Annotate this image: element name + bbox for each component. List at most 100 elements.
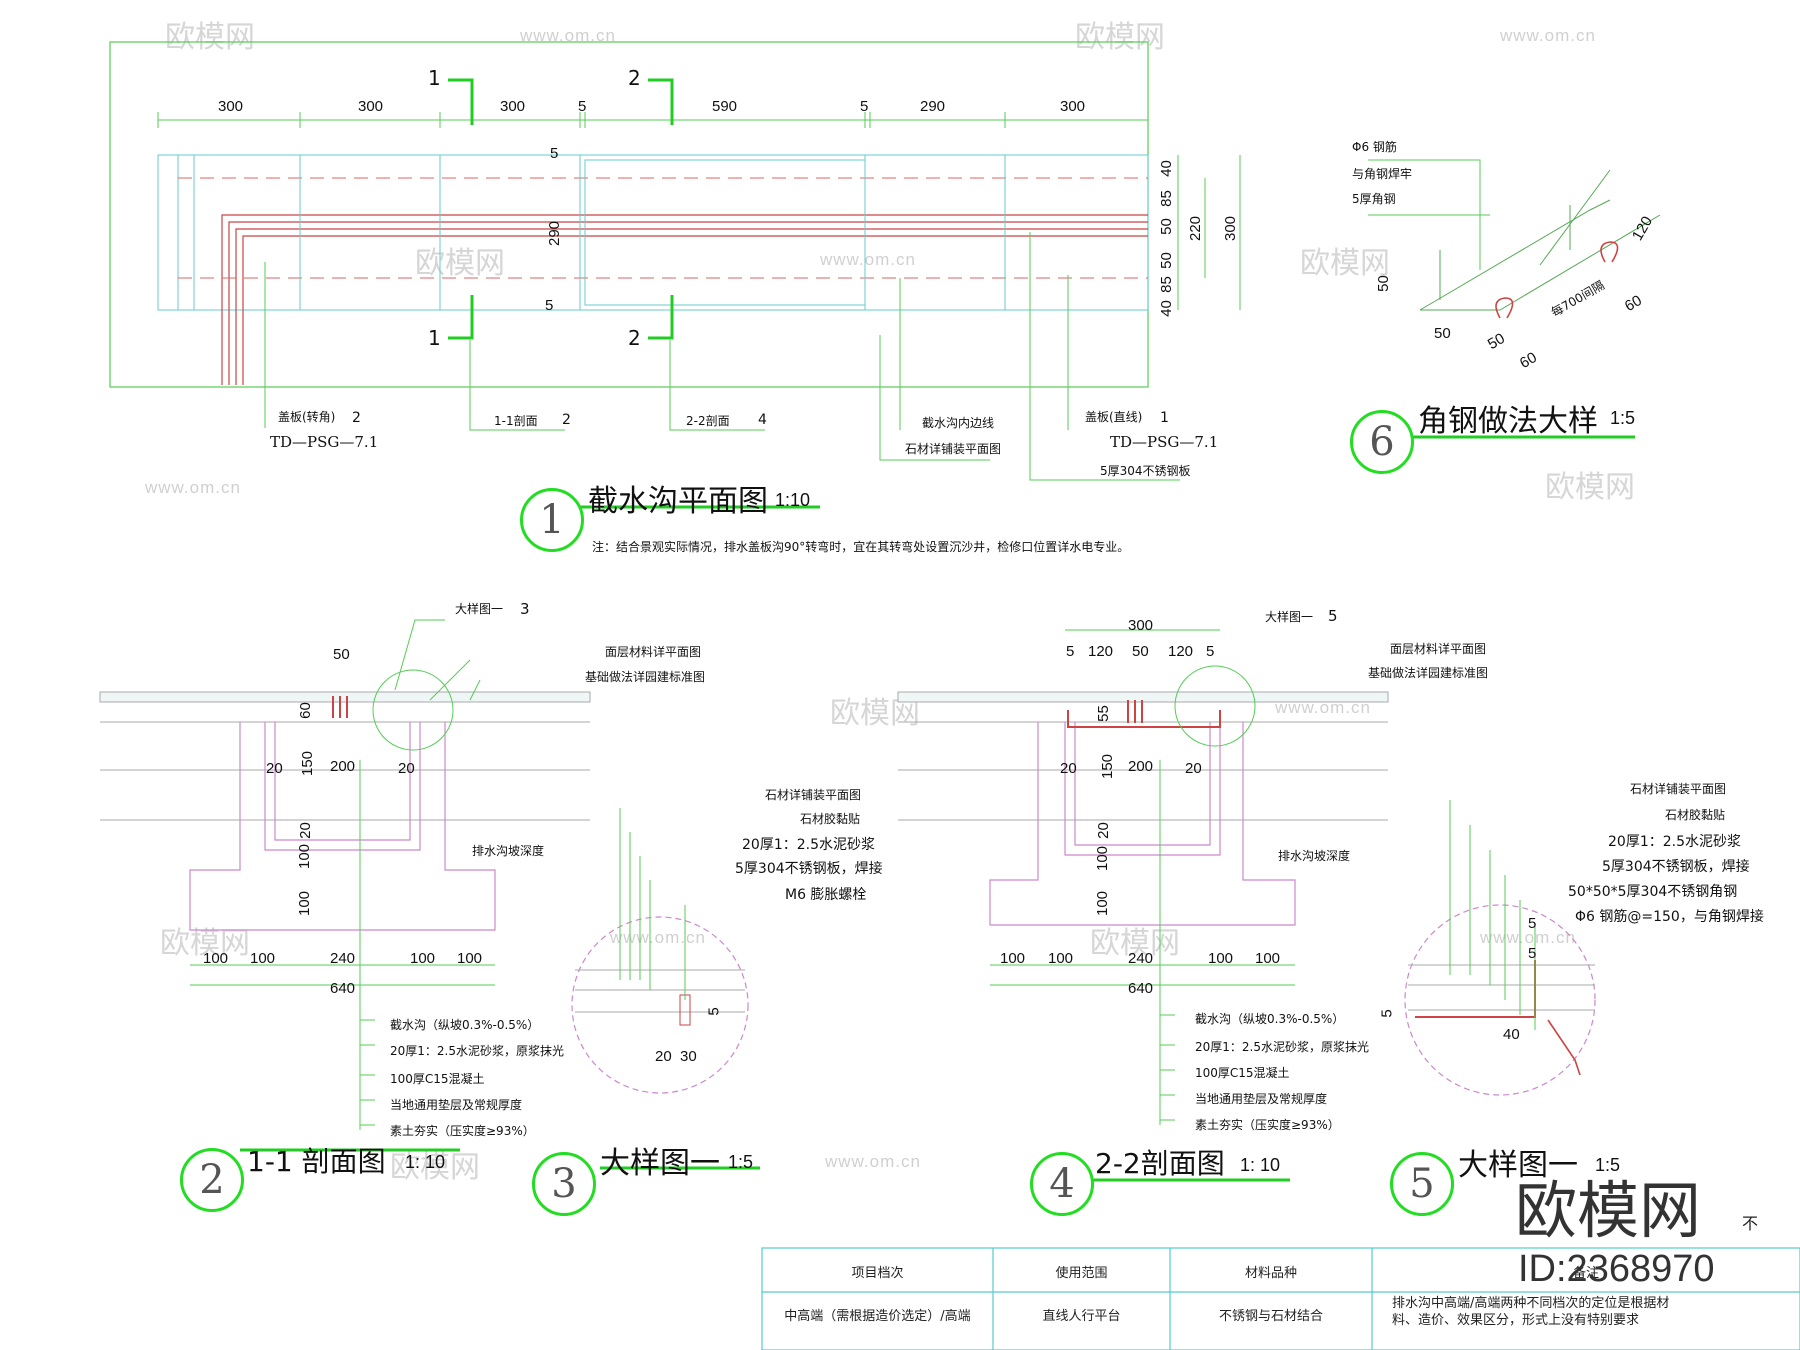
- plan-dim-5: 5: [550, 145, 559, 162]
- detail3-dim: 30: [680, 1048, 697, 1065]
- sec22-right-label: 面层材料详平面图: [1390, 642, 1487, 656]
- plan-dim-top: 300: [500, 98, 526, 115]
- callout-ref-b: TD—PSG—7.1: [1110, 433, 1219, 451]
- sec11-right-label: 面层材料详平面图: [605, 645, 702, 659]
- plan-note: 注：结合景观实际情况，排水盖板沟90°转弯时，宜在其转弯处设置沉沙井，检修口位置…: [592, 540, 1130, 554]
- detail3-label: 石材详铺装平面图: [765, 788, 862, 802]
- callout-sec11-num: 2: [562, 412, 571, 428]
- detail5-label: 50*50*5厚304不锈钢角钢: [1568, 884, 1738, 900]
- plan-dim-top: 300: [218, 98, 244, 115]
- sec22-dim: 100: [1094, 845, 1112, 872]
- callout-cover-turn: 盖板(转角): [278, 410, 336, 424]
- detail5-title: 大样图一: [1458, 1148, 1578, 1183]
- sec11-dim: 150: [299, 750, 317, 777]
- detail3-dim: 20: [655, 1048, 672, 1065]
- sec11-dim: 200: [330, 758, 356, 775]
- detail3-dim: 5: [705, 1007, 723, 1016]
- sec22-top-dim: 50: [1132, 643, 1149, 660]
- watermark-brand: 欧模网: [1075, 20, 1165, 55]
- angle-badge: 6: [1350, 410, 1414, 474]
- detail5-dim: 5: [1528, 915, 1537, 932]
- table-cell: 排水沟中高端/高端两种不同档次的定位是根据材料、造价、效果区分，形式上没有特别要…: [1392, 1296, 1670, 1328]
- sec11-dim: 60: [296, 702, 314, 719]
- sec22-layer: 100厚C15混凝土: [1195, 1066, 1290, 1080]
- plan-dim-290: 290: [546, 220, 564, 247]
- plan-dim-top: 590: [712, 98, 738, 115]
- detail5-scale: 1:5: [1595, 1155, 1621, 1175]
- callout-sec11: 1-1剖面: [494, 414, 538, 428]
- watermark-brand: 欧模网: [1300, 246, 1390, 281]
- sec11-layer: 20厚1：2.5水泥砂浆，原浆抹光: [390, 1044, 564, 1058]
- sec11-bottom-dim: 100: [457, 950, 483, 967]
- sec11-slope: 排水沟坡深度: [472, 844, 545, 858]
- sec11-layer: 100厚C15混凝土: [390, 1072, 485, 1086]
- watermark-url: www.om.cn: [610, 928, 706, 947]
- detail5-label: 石材胶黏贴: [1665, 808, 1726, 822]
- sec11-badge: 2: [180, 1148, 244, 1212]
- plan-dim-top: 5: [578, 98, 587, 115]
- sec22-slope: 排水沟坡深度: [1278, 849, 1351, 863]
- table-cell: 中高端（需根据造价选定）/高端: [784, 1309, 971, 1324]
- sec22-bottom-dim: 240: [1128, 950, 1154, 967]
- sec22-layer: 20厚1：2.5水泥砂浆，原浆抹光: [1195, 1040, 1369, 1054]
- plan-scale: 1:10: [775, 490, 811, 510]
- sec11-detail-ref: 大样图一: [455, 602, 504, 616]
- angle-dim: 50: [1374, 275, 1392, 292]
- callout-cover-straight-num: 1: [1160, 410, 1169, 426]
- sec11-layer: 当地通用垫层及常规厚度: [390, 1098, 523, 1112]
- watermark-brand: 欧模网: [415, 246, 505, 281]
- plan-dim-right: 50: [1157, 252, 1175, 269]
- detail3-scale: 1:5: [728, 1152, 754, 1172]
- sec22-layer: 素土夯实（压实度≥93%）: [1195, 1118, 1340, 1132]
- sec22-top-dim: 120: [1168, 643, 1194, 660]
- callout-ref-a: TD—PSG—7.1: [270, 433, 379, 451]
- sec22-badge: 4: [1030, 1152, 1094, 1216]
- sec22-scale: 1: 10: [1240, 1155, 1281, 1175]
- sec22-dim: 20: [1185, 760, 1202, 777]
- sec11-bottom-dim: 100: [250, 950, 276, 967]
- sec11-dim: 50: [333, 646, 350, 663]
- sec11-bottom-dim: 100: [410, 950, 436, 967]
- detail5-label: 5厚304不锈钢板，焊接: [1602, 859, 1750, 875]
- sec22-bottom-dim: 100: [1048, 950, 1074, 967]
- detail3-label: 石材胶黏贴: [800, 812, 861, 826]
- plan-dim-right: 50: [1157, 218, 1175, 235]
- sec22-dim: 20: [1094, 822, 1112, 839]
- sec11-title: 1-1 剖面图: [247, 1145, 386, 1178]
- angle-label: Φ6 钢筋: [1352, 140, 1397, 154]
- watermark-brand: 欧模网: [160, 926, 250, 961]
- sec11-right-label: 基础做法详园建标准图: [585, 670, 706, 684]
- sec11-dim: 100: [296, 890, 314, 917]
- plan-dim-top: 290: [920, 98, 946, 115]
- plan-dim-top: 5: [860, 98, 869, 115]
- detail3-title: 大样图一: [600, 1146, 720, 1181]
- sec11-scale: 1: 10: [405, 1152, 446, 1172]
- cut-label: 1: [428, 326, 441, 350]
- watermark-url: www.om.cn: [1500, 26, 1596, 45]
- detail3-label: 5厚304不锈钢板，焊接: [735, 861, 883, 877]
- watermark-url: www.om.cn: [1275, 698, 1371, 717]
- detail5-dim: 5: [1378, 1009, 1396, 1018]
- plan-dim-right: 40: [1157, 300, 1175, 317]
- brand-cut-char: 不: [1742, 1214, 1759, 1233]
- watermark-url: www.om.cn: [145, 478, 241, 497]
- detail3-label: 20厚1：2.5水泥砂浆: [742, 837, 875, 853]
- detail5-badge: 5: [1390, 1152, 1454, 1216]
- sec22-top-dim: 120: [1088, 643, 1114, 660]
- sec11-dim: 100: [296, 843, 314, 870]
- sec11-layer: 截水沟（纵坡0.3%-0.5%）: [390, 1018, 540, 1032]
- table-cell: 不锈钢与石材结合: [1218, 1309, 1323, 1324]
- brand-id: ID:2368970: [1518, 1248, 1715, 1290]
- table-cell: 直线人行平台: [1042, 1309, 1121, 1324]
- detail5-dim: 40: [1503, 1026, 1520, 1043]
- callout-sec22-num: 4: [758, 412, 767, 428]
- angle-label: 5厚角钢: [1352, 192, 1396, 206]
- sec22-dim: 100: [1094, 890, 1112, 917]
- watermark-url: www.om.cn: [1480, 928, 1576, 947]
- watermark-url: www.om.cn: [520, 26, 616, 45]
- sec11-detail-num: 3: [520, 600, 530, 618]
- watermark-brand: 欧模网: [390, 1150, 480, 1185]
- sec22-bottom-dim: 100: [1000, 950, 1026, 967]
- sec22-top-dim: 5: [1066, 643, 1075, 660]
- plan-dim-300: 300: [1222, 215, 1240, 242]
